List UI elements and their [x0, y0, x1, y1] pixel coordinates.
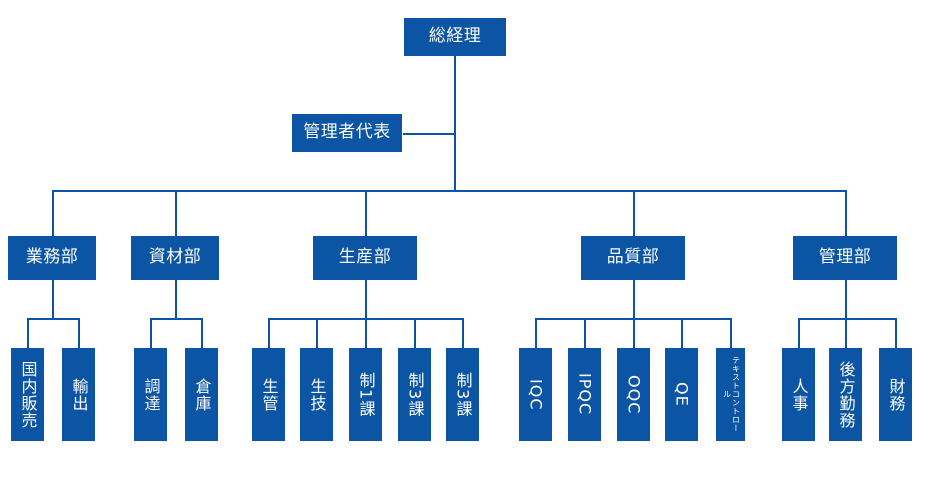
- node-department-hinshitsu[interactable]: 品質部: [581, 236, 685, 280]
- connector-drop-jinji: [798, 318, 800, 348]
- connector-drop-chotatsu: [150, 318, 152, 348]
- node-label: 制3課: [405, 371, 425, 418]
- connector-stem-hinshitsu: [633, 280, 635, 319]
- node-label: テキストコントロール: [722, 356, 741, 433]
- node-leaf-yushutsu[interactable]: 輸出: [62, 348, 95, 441]
- node-label: IPQC: [575, 373, 595, 416]
- node-leaf-jinji[interactable]: 人事: [782, 348, 815, 441]
- node-department-gyomu[interactable]: 業務部: [8, 236, 96, 280]
- node-label: 倉庫: [192, 377, 212, 412]
- node-department-seisan[interactable]: 生産部: [313, 236, 417, 280]
- node-leaf-kouhou-kinmu[interactable]: 後方勤務: [829, 348, 862, 441]
- connector-drop-sei1: [365, 318, 367, 348]
- node-label: 国内販売: [18, 360, 38, 429]
- connector-top-trunk: [454, 55, 456, 192]
- node-label: 人事: [789, 377, 809, 412]
- connector-drop-zaimu: [895, 318, 897, 348]
- connector-drop-gyomu: [52, 190, 54, 236]
- node-label: 後方勤務: [836, 360, 856, 429]
- connector-stem-kanri: [845, 280, 847, 319]
- connector-drop-seigi: [316, 318, 318, 348]
- connector-drop-sei3a: [414, 318, 416, 348]
- node-label: 生技: [307, 377, 327, 412]
- node-label: 生管: [259, 377, 279, 412]
- connector-drop-shizai: [175, 190, 177, 236]
- node-label: 管理者代表: [303, 122, 391, 143]
- node-leaf-souko[interactable]: 倉庫: [185, 348, 218, 441]
- node-top-general-manager[interactable]: 総経理: [404, 18, 506, 56]
- connector-bus-kanri: [798, 318, 897, 320]
- node-label: 総経理: [428, 26, 482, 47]
- node-leaf-zaimu[interactable]: 財務: [879, 348, 912, 441]
- connector-drop-sei3b: [462, 318, 464, 348]
- node-department-shizai[interactable]: 資材部: [131, 236, 219, 280]
- node-leaf-sei3ka-b[interactable]: 制3課: [446, 348, 479, 441]
- connector-mgmt-rep-stub: [403, 133, 455, 135]
- node-leaf-chotatsu[interactable]: 調達: [134, 348, 167, 441]
- connector-drop-seisan: [365, 190, 367, 236]
- node-leaf-seigi[interactable]: 生技: [300, 348, 333, 441]
- connector-drop-kanri: [845, 190, 847, 236]
- connector-bus-shizai: [150, 318, 203, 320]
- connector-drop-hinshitsu: [633, 190, 635, 236]
- connector-main-bus: [52, 190, 846, 192]
- node-leaf-iqc[interactable]: IQC: [519, 348, 552, 441]
- connector-drop-iqc: [535, 318, 537, 348]
- node-label: 生産部: [338, 247, 392, 268]
- connector-drop-kokunai: [27, 318, 29, 348]
- node-label: 資材部: [148, 247, 202, 268]
- node-label: 品質部: [606, 247, 660, 268]
- connector-drop-souko: [201, 318, 203, 348]
- connector-drop-qe: [681, 318, 683, 348]
- connector-stem-gyomu: [52, 280, 54, 319]
- node-management-representative[interactable]: 管理者代表: [292, 114, 402, 152]
- node-label: QE: [672, 382, 692, 407]
- node-department-kanri[interactable]: 管理部: [793, 236, 897, 280]
- node-leaf-oqc[interactable]: OQC: [617, 348, 650, 441]
- node-leaf-sei3ka-a[interactable]: 制3課: [398, 348, 431, 441]
- node-label: OQC: [624, 374, 644, 415]
- connector-stem-seisan: [365, 280, 367, 319]
- node-label: 管理部: [818, 247, 872, 268]
- connector-drop-yushutsu: [78, 318, 80, 348]
- node-leaf-qe[interactable]: QE: [665, 348, 698, 441]
- connector-bus-gyomu: [27, 318, 80, 320]
- node-label: 輸出: [69, 377, 89, 412]
- connector-stem-shizai: [175, 280, 177, 319]
- node-label: 制1課: [356, 371, 376, 418]
- connector-drop-oqc: [633, 318, 635, 348]
- node-label: 制3課: [453, 371, 473, 418]
- node-leaf-seikan[interactable]: 生管: [252, 348, 285, 441]
- node-leaf-kokunai-hanbai[interactable]: 国内販売: [11, 348, 44, 441]
- connector-drop-kouhou: [845, 318, 847, 348]
- node-leaf-text-control[interactable]: テキストコントロール: [716, 348, 745, 441]
- node-label: 財務: [886, 377, 906, 412]
- node-leaf-sei1ka[interactable]: 制1課: [349, 348, 382, 441]
- connector-drop-seikan: [268, 318, 270, 348]
- node-label: 調達: [141, 377, 161, 412]
- connector-drop-ipqc: [584, 318, 586, 348]
- node-label: 業務部: [25, 247, 79, 268]
- node-label: IQC: [526, 378, 546, 411]
- connector-drop-textcontrol: [730, 318, 732, 348]
- node-leaf-ipqc[interactable]: IPQC: [568, 348, 601, 441]
